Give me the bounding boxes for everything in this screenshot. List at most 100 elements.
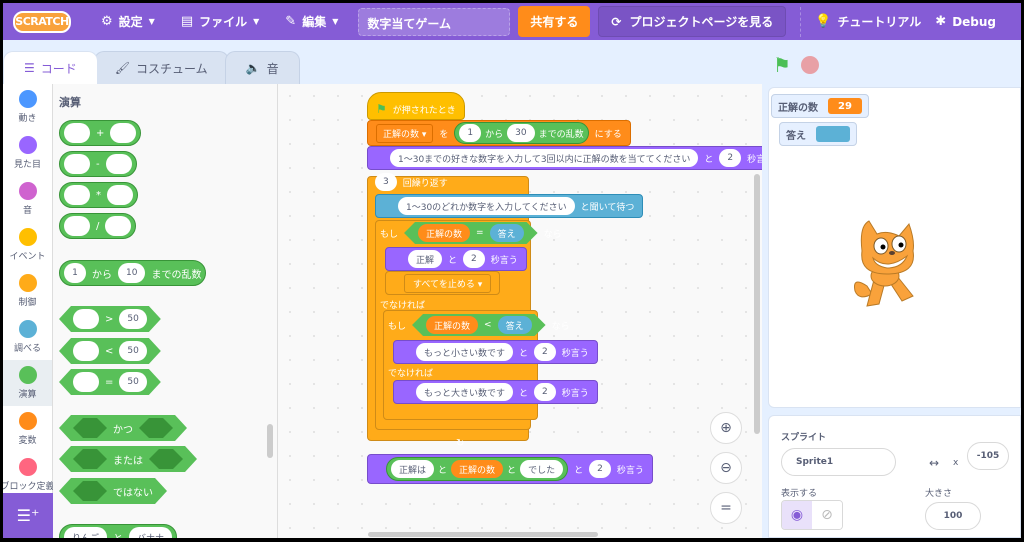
input-slot[interactable]: 10: [118, 263, 146, 283]
tab-sounds[interactable]: 🔈音: [224, 51, 300, 84]
scratch-cat-sprite[interactable]: [847, 216, 927, 311]
x-position-input[interactable]: -105: [967, 442, 1009, 470]
input-slot[interactable]: [110, 123, 137, 143]
message-input[interactable]: もっと小さい数です: [416, 343, 514, 361]
variable-reporter[interactable]: 正解の数: [426, 316, 478, 334]
input-slot[interactable]: 30: [507, 124, 535, 142]
greater-than-block[interactable]: >50: [59, 306, 161, 332]
input-slot[interactable]: 50: [119, 309, 146, 329]
input-slot[interactable]: [73, 372, 99, 392]
input-slot[interactable]: 50: [119, 341, 146, 361]
text-input[interactable]: 正解は: [391, 460, 435, 478]
tutorial-button[interactable]: 💡チュートリアル: [815, 13, 921, 30]
bool-slot[interactable]: [149, 449, 183, 469]
share-button[interactable]: 共有する: [518, 6, 591, 37]
category-events[interactable]: イベント: [3, 222, 52, 268]
not-block[interactable]: ではない: [59, 478, 167, 504]
bool-slot[interactable]: [73, 449, 107, 469]
or-block[interactable]: または: [59, 446, 197, 472]
category-looks[interactable]: 見た目: [3, 130, 52, 176]
tab-code[interactable]: ☰コード: [3, 51, 98, 84]
hide-sprite-button[interactable]: ⊘: [812, 501, 842, 529]
subtract-block[interactable]: -: [59, 151, 137, 177]
join-reporter[interactable]: 正解はと正解の数とでした: [386, 457, 569, 481]
divide-block[interactable]: /: [59, 213, 137, 239]
scratch-logo[interactable]: SCRATCH: [13, 10, 71, 33]
bool-slot[interactable]: [139, 418, 173, 438]
category-variables[interactable]: 変数: [3, 406, 52, 452]
input-slot[interactable]: [64, 123, 90, 143]
size-input[interactable]: 100: [925, 502, 981, 530]
input-slot[interactable]: [105, 216, 132, 236]
show-sprite-button[interactable]: ◉: [782, 501, 812, 529]
input-slot[interactable]: [73, 341, 99, 361]
category-sound[interactable]: 音: [3, 176, 52, 222]
message-input[interactable]: 正解: [408, 250, 443, 268]
less-than-condition[interactable]: 正解の数<答え: [412, 314, 546, 336]
stop-all-block[interactable]: すべてを止める ▾: [385, 271, 501, 295]
tab-costumes[interactable]: 🖌コスチューム: [93, 51, 229, 84]
input-slot[interactable]: [64, 154, 90, 174]
join-block[interactable]: りんごとバナナ: [59, 524, 178, 538]
and-block[interactable]: かつ: [59, 415, 187, 441]
equals-condition[interactable]: 正解の数=答え: [404, 222, 538, 244]
say-for-secs-block[interactable]: 1〜30までの好きな数字を入力して3回以内に正解の数を当ててくださいと2秒言う: [367, 146, 762, 170]
category-control[interactable]: 制御: [3, 268, 52, 314]
file-menu[interactable]: ▤ファイル▼: [181, 13, 259, 30]
workspace-vertical-scrollbar[interactable]: [754, 174, 760, 434]
project-page-button[interactable]: ⟳プロジェクトページを見る: [598, 6, 787, 37]
input-slot[interactable]: [64, 185, 90, 205]
settings-menu[interactable]: ⚙設定▼: [101, 13, 155, 30]
input-slot[interactable]: [64, 216, 90, 236]
bool-slot[interactable]: [73, 481, 107, 501]
add-block[interactable]: +: [59, 120, 142, 146]
variable-reporter[interactable]: 正解の数: [451, 460, 504, 478]
green-flag-button[interactable]: ⚑: [773, 53, 791, 77]
zoom-out-button[interactable]: ⊖: [710, 452, 742, 484]
sprite-name-input[interactable]: Sprite1: [781, 448, 896, 476]
seconds-input[interactable]: 2: [463, 250, 485, 268]
less-than-block[interactable]: <50: [59, 338, 161, 364]
equals-block[interactable]: =50: [59, 369, 161, 395]
zoom-reset-button[interactable]: =: [710, 492, 742, 524]
answer-reporter[interactable]: 答え: [498, 316, 532, 334]
input-slot[interactable]: りんご: [64, 527, 108, 538]
add-extension-button[interactable]: ☰⁺: [3, 493, 53, 538]
multiply-block[interactable]: *: [59, 182, 138, 208]
input-slot[interactable]: [73, 309, 99, 329]
answer-reporter[interactable]: 答え: [490, 224, 524, 242]
stop-button[interactable]: [800, 56, 819, 74]
category-my-blocks[interactable]: ブロック定義: [3, 452, 55, 498]
ask-and-wait-block[interactable]: 1〜30のどれか数字を入力してくださいと聞いて待つ: [375, 194, 644, 218]
seconds-input[interactable]: 2: [589, 460, 611, 478]
variable-dropdown[interactable]: 正解の数 ▾: [376, 123, 434, 143]
debug-button[interactable]: ✱Debug: [935, 14, 996, 29]
palette-scrollbar[interactable]: [267, 424, 273, 458]
input-slot[interactable]: 1: [459, 124, 482, 142]
repeat-count-input[interactable]: 3: [375, 173, 397, 191]
stop-dropdown[interactable]: すべてを止める ▾: [404, 273, 492, 293]
message-input[interactable]: 1〜30までの好きな数字を入力して3回以内に正解の数を当ててください: [390, 149, 699, 167]
zoom-in-button[interactable]: ⊕: [710, 412, 742, 444]
message-input[interactable]: もっと大きい数です: [416, 383, 514, 401]
seconds-input[interactable]: 2: [719, 149, 742, 167]
workspace-horizontal-scrollbar[interactable]: [368, 532, 598, 537]
input-slot[interactable]: [105, 154, 132, 174]
input-slot[interactable]: バナナ: [129, 527, 173, 538]
input-slot[interactable]: 50: [119, 372, 146, 392]
seconds-input[interactable]: 2: [534, 343, 556, 361]
question-input[interactable]: 1〜30のどれか数字を入力してください: [398, 197, 575, 215]
bool-slot[interactable]: [73, 418, 107, 438]
category-sensing[interactable]: 調べる: [3, 314, 52, 360]
input-slot[interactable]: [107, 185, 133, 205]
